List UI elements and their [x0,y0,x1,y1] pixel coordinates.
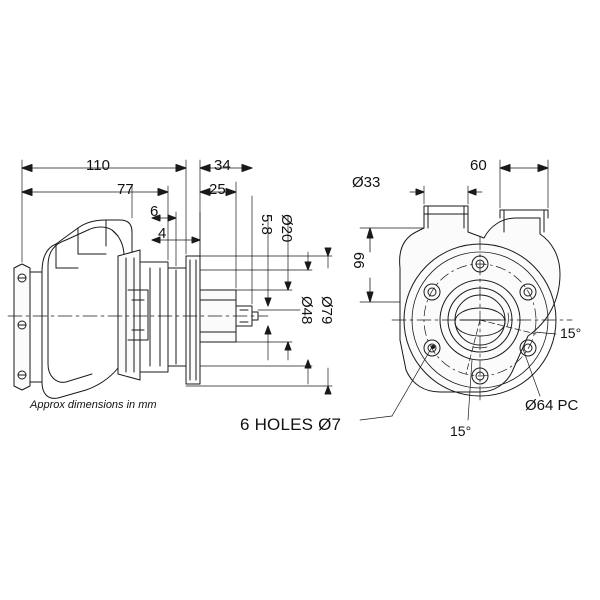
angle-15-top: 15° [560,325,582,341]
dimension-dia33: Ø33 [352,174,381,191]
dimension-34: 34 [214,157,231,174]
units-note: Approx dimensions in mm [30,399,157,411]
dimension-77: 77 [117,181,134,198]
dimension-60: 60 [470,157,487,174]
dimension-6: 6 [150,203,159,220]
angle-15-bottom: 15° [450,423,472,439]
dimension-dia64-pc: Ø64 PC [525,397,579,414]
dimension-4: 4 [158,225,167,242]
dimension-66: 66 [350,252,367,269]
dimension-25: 25 [209,181,226,198]
dimension-dia48: Ø48 [298,296,315,325]
dimension-110: 110 [86,157,110,174]
dimension-dia79: Ø79 [318,296,335,325]
note-6-holes: 6 HOLES Ø7 [240,415,342,434]
dimension-dia20: Ø20 [278,214,295,243]
dimension-5-8: 5.8 [258,214,275,235]
